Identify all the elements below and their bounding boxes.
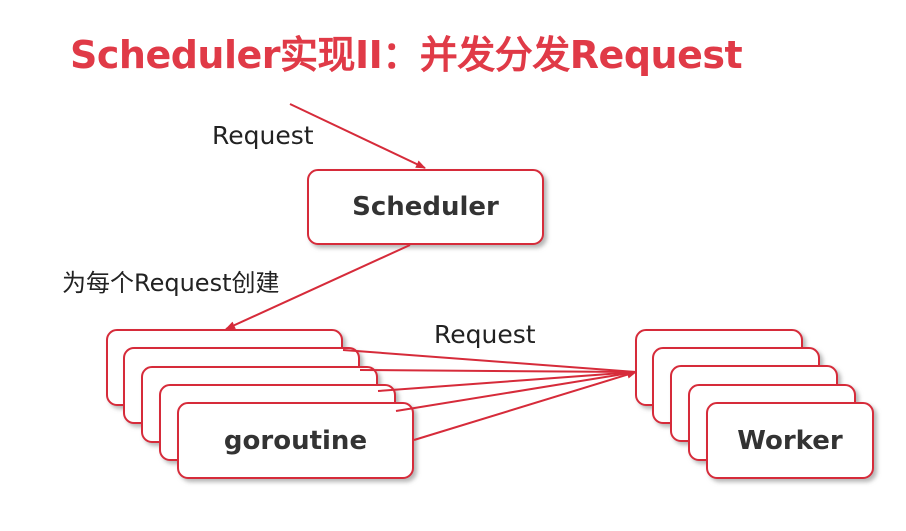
dispatch-arrow-2 bbox=[359, 369, 637, 373]
goroutine-box-front: goroutine bbox=[177, 402, 414, 479]
create-per-request-label: 为每个Request创建 bbox=[62, 269, 280, 297]
slide-title: Scheduler实现II：并发分发Request bbox=[70, 33, 743, 77]
goroutine-label: goroutine bbox=[223, 425, 368, 456]
dispatch-arrow-1 bbox=[342, 349, 637, 373]
request-in-label: Request bbox=[212, 121, 314, 150]
dispatch-arrow-4 bbox=[395, 371, 637, 412]
worker-box-front: Worker bbox=[706, 402, 874, 479]
scheduler-label: Scheduler bbox=[352, 192, 499, 222]
dispatch-arrow-5 bbox=[413, 370, 637, 441]
request-out-label: Request bbox=[434, 320, 536, 349]
scheduler-box: Scheduler bbox=[307, 169, 544, 245]
worker-label: Worker bbox=[737, 425, 843, 456]
dispatch-arrow-3 bbox=[377, 371, 637, 392]
